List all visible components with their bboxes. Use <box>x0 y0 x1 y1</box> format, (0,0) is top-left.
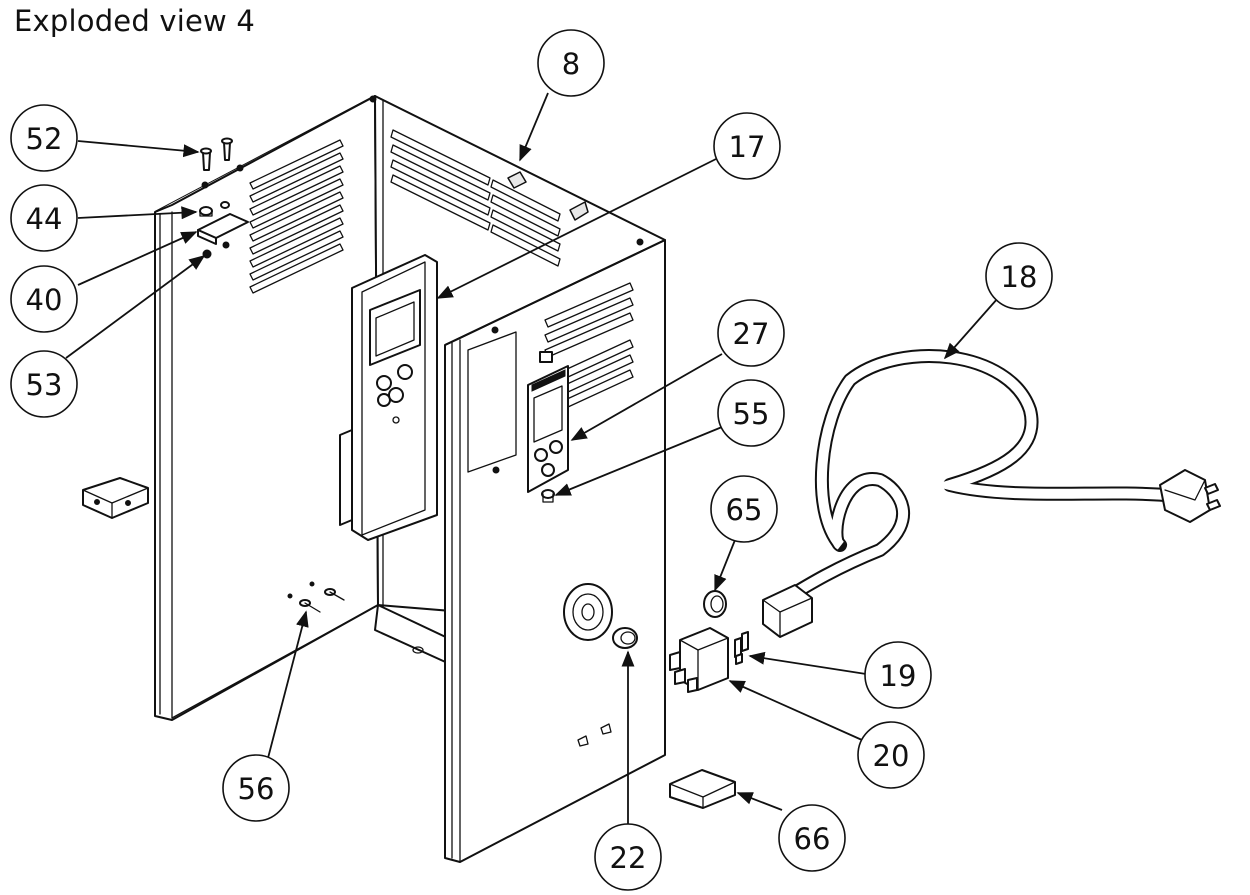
callout-66: 66 <box>778 804 846 872</box>
callout-65: 65 <box>710 475 778 543</box>
callout-56: 56 <box>222 754 290 822</box>
bracket-40-44-53 <box>197 201 249 259</box>
keypad-27 <box>527 351 569 493</box>
callout-44: 44 <box>10 184 78 252</box>
callout-label-8: 8 <box>562 47 580 81</box>
callout-label-65: 65 <box>726 493 763 527</box>
callout-8: 8 <box>537 29 605 97</box>
callout-label-66: 66 <box>794 822 831 856</box>
callout-label-17: 17 <box>729 130 766 164</box>
callout-label-53: 53 <box>26 368 63 402</box>
fuses-19 <box>734 631 749 665</box>
callout-label-55: 55 <box>733 397 770 431</box>
callout-label-44: 44 <box>26 202 63 236</box>
screw-55 <box>541 489 555 503</box>
bushing-65 <box>703 590 727 618</box>
front-panel <box>444 239 666 863</box>
callout-52: 52 <box>10 104 78 172</box>
callout-label-52: 52 <box>26 122 63 156</box>
leader-lines <box>65 92 999 826</box>
foot-pad-left <box>82 477 149 519</box>
callout-19: 19 <box>864 641 932 709</box>
callout-label-40: 40 <box>26 283 63 317</box>
callout-label-27: 27 <box>733 317 770 351</box>
screws-56 <box>287 581 345 613</box>
callout-label-22: 22 <box>610 841 647 875</box>
callout-label-18: 18 <box>1001 260 1038 294</box>
foot-pad-66 <box>669 769 736 809</box>
callout-17: 17 <box>713 112 781 180</box>
power-inlet-20 <box>669 627 729 693</box>
grommet-22 <box>612 627 638 649</box>
callout-label-19: 19 <box>880 659 917 693</box>
callout-53: 53 <box>10 350 78 418</box>
callout-label-56: 56 <box>238 772 275 806</box>
screw-pins-52 <box>200 137 233 171</box>
callout-18: 18 <box>985 242 1053 310</box>
callout-55: 55 <box>717 379 785 447</box>
control-panel-17 <box>339 254 438 541</box>
diagram-title: Exploded view 4 <box>14 4 256 38</box>
callout-22: 22 <box>594 823 662 891</box>
callout-40: 40 <box>10 265 78 333</box>
callout-27: 27 <box>717 299 785 367</box>
power-cord-18 <box>762 349 1221 638</box>
callout-label-20: 20 <box>873 739 910 773</box>
callout-20: 20 <box>857 721 925 789</box>
